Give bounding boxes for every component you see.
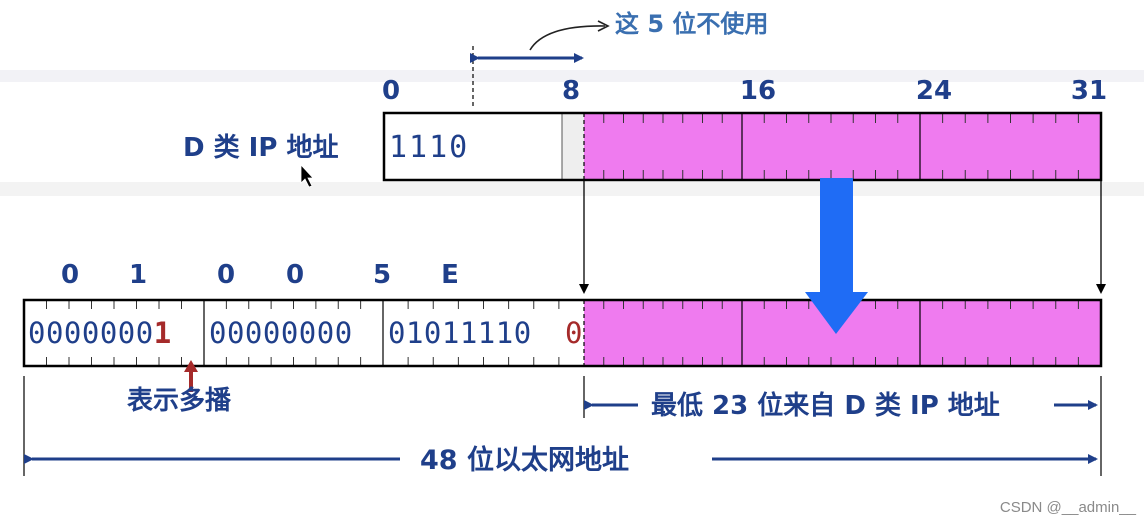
d-class-outline [382,111,1103,182]
curved-pointer-arrow [529,25,606,51]
mac-high-bits [24,300,584,366]
mac-bits-byte3: 01011110 [388,316,532,350]
multicast-bit-arrowhead [184,360,198,372]
hex-digit: 0 [286,260,304,290]
mapping-down-arrow [805,178,868,334]
mac-tick-marks [46,300,1079,366]
bit-position-label: 0 [382,76,400,106]
background-band [0,182,1144,196]
bit-position-label: 24 [916,76,952,106]
watermark: CSDN @__admin__ [999,499,1136,516]
ethernet-address-label: 48 位以太网地址 [420,444,629,476]
unused-bits-note: 这 5 位不使用 [615,10,768,38]
mac-outline [22,298,1103,368]
multicast-note: 表示多播 [127,386,232,416]
d-class-ip-label: D 类 IP 地址 [183,133,338,163]
hex-digit: 0 [217,260,235,290]
mouse-cursor-icon [300,163,314,188]
d-class-gray-bit [562,113,584,180]
mac-bit-zero: 0 [565,316,582,350]
mac-bits-byte2: 00000000 [209,316,353,350]
blue-arrow-head [805,292,868,334]
blue-arrow-shaft [820,178,853,292]
d-class-prefix: 1110 [389,130,469,165]
d-class-low-bits [584,113,1101,180]
bit-position-label: 8 [562,76,580,106]
curved-pointer-arrowhead [597,20,610,32]
hex-digit: E [441,260,459,290]
low23-label: 最低 23 位来自 D 类 IP 地址 [651,390,1000,421]
d-class-white-part [384,113,584,180]
hex-digit: 5 [373,260,391,290]
d-class-ip-box: 1110 [382,111,1103,182]
d-class-tick-marks [603,113,1079,180]
mac-bits-byte1: 00000001 [28,316,172,350]
hex-digit: 1 [129,260,147,290]
bit-position-label: 16 [740,76,776,106]
background-band [0,70,1144,82]
bit-position-label: 31 [1071,76,1107,106]
hex-digit: 0 [61,260,79,290]
ethernet-address-box: 00000001 00000000 01011110 0 [22,298,1103,368]
